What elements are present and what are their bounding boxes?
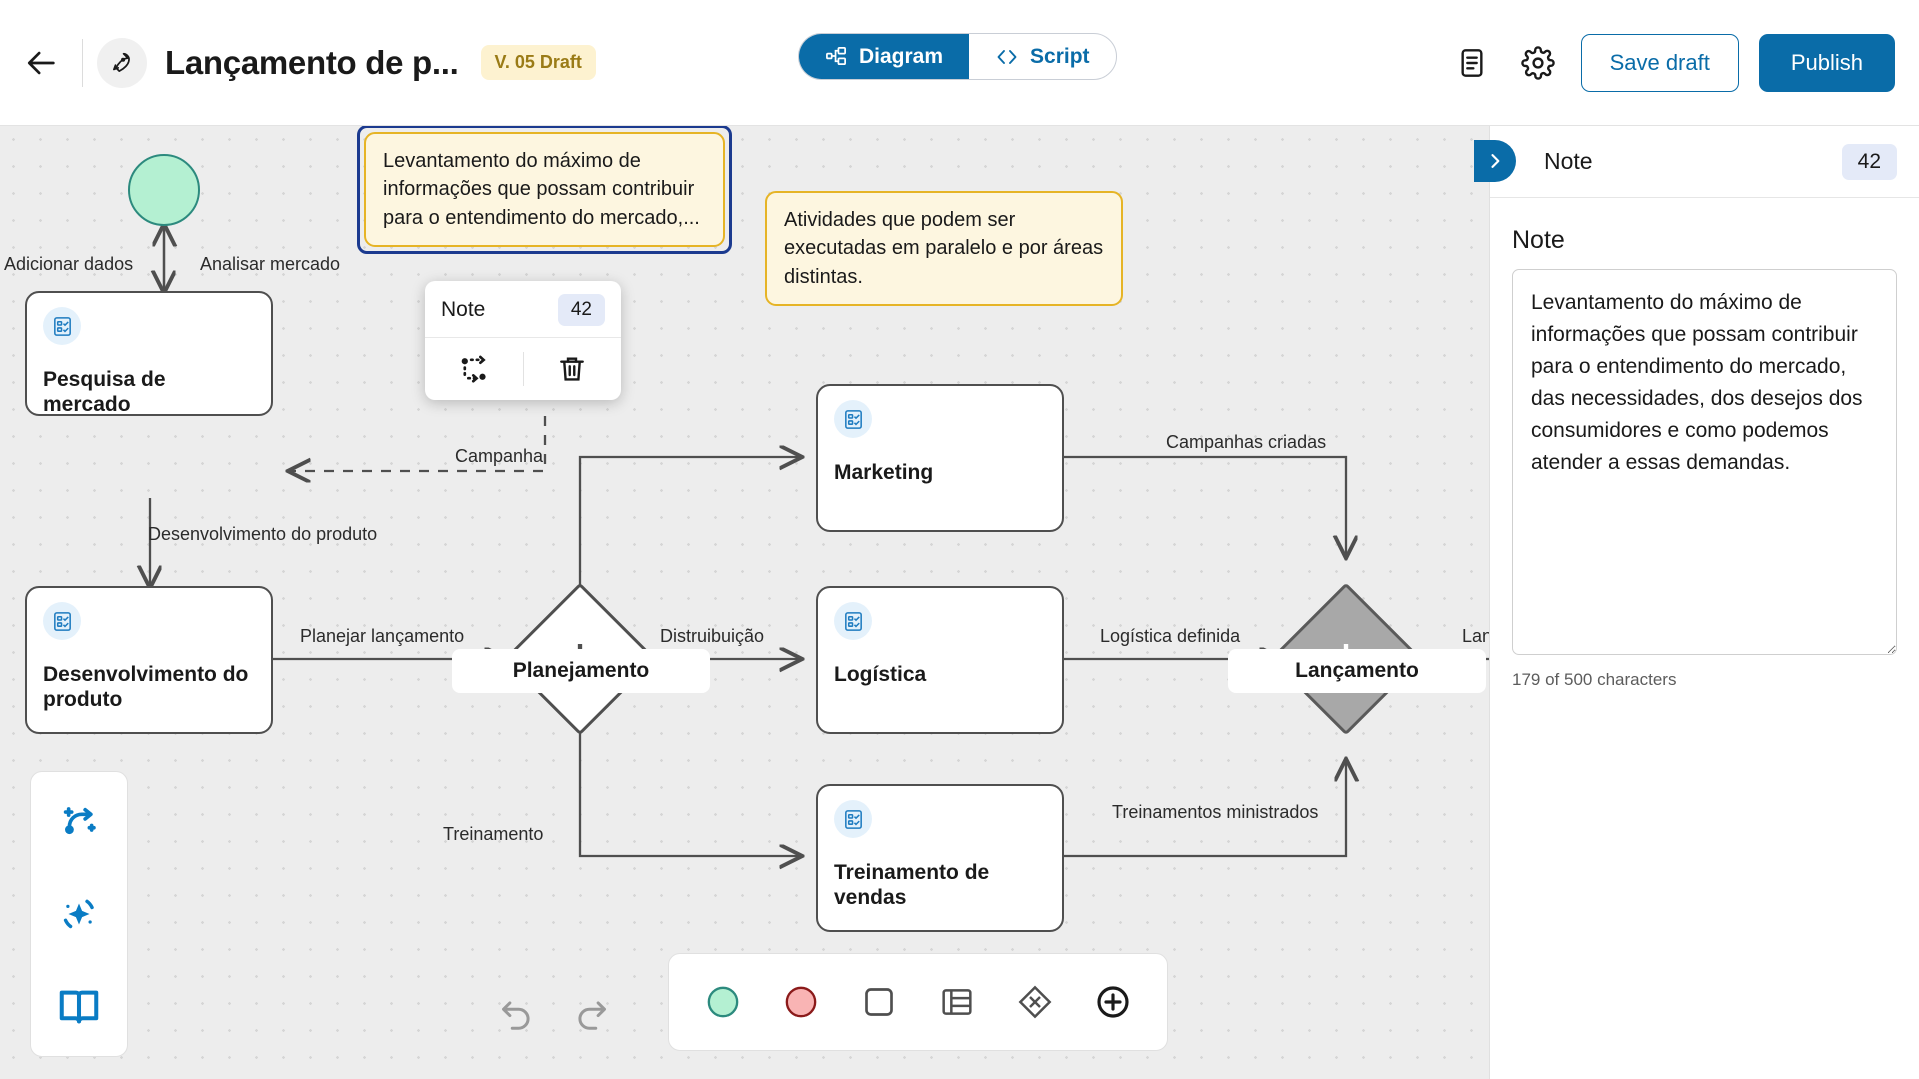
redo-button[interactable] <box>562 985 620 1043</box>
connect-nodes-icon <box>461 355 486 383</box>
undo-redo-group <box>488 985 620 1043</box>
red-circle-icon <box>785 986 817 1018</box>
shape-task-button[interactable] <box>851 974 907 1030</box>
task-node-label: Pesquisa de mercado <box>43 368 166 417</box>
task-node-pesquisa-de-mercado[interactable]: Pesquisa de mercado <box>25 291 273 416</box>
edge-label-desenvolvimento-do-produto: Desenvolvimento do produto <box>148 524 378 544</box>
connect-nodes-button[interactable] <box>425 338 523 400</box>
publish-button[interactable]: Publish <box>1758 34 1895 92</box>
magic-path-button[interactable] <box>51 794 107 850</box>
version-badge: V. 05 Draft <box>480 45 596 80</box>
edge-label-lancamento-truncated: Lan <box>1462 626 1489 646</box>
tab-diagram-label: Diagram <box>859 44 944 68</box>
edge-label-logistica-definida: Logística definida <box>1100 626 1241 646</box>
header-divider <box>82 38 83 87</box>
tab-diagram[interactable]: Diagram <box>799 34 970 79</box>
shape-gateway-button[interactable] <box>1007 974 1063 1030</box>
form-checklist-icon <box>43 307 81 345</box>
magic-path-icon <box>63 807 96 835</box>
collapse-panel-button[interactable] <box>1474 140 1516 182</box>
edge-label-analisar-mercado: Analisar mercado <box>200 254 341 274</box>
sparkle-icon <box>63 899 94 929</box>
diamond-x-icon <box>1018 985 1052 1019</box>
code-brackets-icon <box>997 49 1017 64</box>
shape-start-event-button[interactable] <box>695 974 751 1030</box>
task-node-label: Logística <box>834 663 927 686</box>
node-toolbar-actions <box>425 338 621 400</box>
form-checklist-icon <box>834 800 872 838</box>
task-node-treinamento-de-vendas[interactable]: Treinamento de vendas <box>816 784 1064 932</box>
note-field-label: Note <box>1512 226 1565 254</box>
selected-note-wrapper[interactable]: Levantamento do máximo de informações qu… <box>357 126 732 255</box>
document-notes-icon <box>1461 49 1483 77</box>
notes-button[interactable] <box>1449 40 1495 86</box>
form-checklist-icon <box>834 400 872 438</box>
note-side-panel: Note 42 Note 179 of 500 characters <box>1474 126 1919 1079</box>
gateway-label-planejamento: Planejamento <box>452 649 710 693</box>
node-toolbar-title: Note <box>441 298 486 321</box>
save-draft-button[interactable]: Save draft <box>1580 34 1739 92</box>
undo-button[interactable] <box>488 985 546 1043</box>
task-node-logistica[interactable]: Logística <box>816 586 1064 734</box>
shape-palette-bar <box>668 953 1168 1051</box>
header-actions: Save draft Publish <box>1449 0 1895 126</box>
form-checklist-icon <box>834 602 872 640</box>
back-button[interactable] <box>16 37 68 89</box>
redo-icon <box>578 1001 606 1030</box>
arrow-left-icon <box>27 51 55 74</box>
side-panel-title: Note <box>1544 148 1593 174</box>
sticky-note-selected[interactable]: Levantamento do máximo de informações qu… <box>364 132 725 248</box>
shape-add-element-button[interactable] <box>1085 974 1141 1030</box>
edge-label-adicionar-dados: Adicionar dados <box>4 254 134 274</box>
delete-note-button[interactable] <box>524 338 622 400</box>
undo-icon <box>502 1001 530 1030</box>
gateway-label-lancamento: Lançamento <box>1228 649 1486 693</box>
edge-label-campanhas-criadas: Campanhas criadas <box>1166 432 1327 452</box>
ai-tool-rail <box>30 771 128 1057</box>
start-event-node[interactable] <box>128 154 200 226</box>
char-counter: 179 of 500 characters <box>1512 670 1677 689</box>
node-context-toolbar: Note 42 <box>425 281 621 400</box>
task-node-label: Marketing <box>834 461 934 484</box>
lanes-icon <box>942 989 972 1015</box>
edge-label-campanha: Campanha <box>455 446 544 466</box>
settings-button[interactable] <box>1515 40 1561 86</box>
shape-end-event-button[interactable] <box>773 974 829 1030</box>
rounded-square-icon <box>865 988 893 1016</box>
form-checklist-icon <box>43 602 81 640</box>
book-icon <box>59 990 99 1024</box>
toolbar-separator <box>522 352 524 386</box>
green-circle-icon <box>707 986 739 1018</box>
sticky-note-parallel[interactable]: Atividades que podem ser executadas em p… <box>765 191 1123 307</box>
edge-label-planejar-lancamento: Planejar lançamento <box>300 626 465 646</box>
tab-script[interactable]: Script <box>969 34 1116 79</box>
edge-label-treinamentos-ministrados: Treinamentos ministrados <box>1112 802 1319 822</box>
edge-label-distribuicao: Distruibuição <box>660 626 765 646</box>
trash-icon <box>560 357 585 381</box>
side-panel-header: Note 42 <box>1474 126 1919 198</box>
diagram-icon <box>826 47 846 66</box>
shape-lane-button[interactable] <box>929 974 985 1030</box>
ai-assist-button[interactable] <box>51 886 107 942</box>
diagram-canvas[interactable]: Adicionar dados Analisar mercado Pesquis… <box>0 126 1489 1079</box>
plus-circle-icon <box>1097 986 1129 1018</box>
page-title: Lançamento de p... <box>165 43 459 81</box>
task-node-label: Desenvolvimento do produto <box>43 663 249 712</box>
rocket-icon <box>97 37 147 88</box>
note-textarea[interactable] <box>1512 269 1897 655</box>
app-header: Lançamento de p... V. 05 Draft Diagram S… <box>0 0 1919 126</box>
node-toolbar-header: Note 42 <box>425 281 621 338</box>
edge-label-treinamento: Treinamento <box>443 824 544 844</box>
view-mode-toggle: Diagram Script <box>798 33 1117 80</box>
task-node-desenvolvimento-do-produto[interactable]: Desenvolvimento do produto <box>25 586 273 734</box>
side-panel-badge: 42 <box>1841 143 1897 180</box>
task-node-label: Treinamento de vendas <box>834 861 990 910</box>
side-panel-body: Note 179 of 500 characters <box>1490 198 1919 690</box>
documentation-button[interactable] <box>51 978 107 1034</box>
node-toolbar-badge: 42 <box>557 294 605 326</box>
gear-icon <box>1520 46 1555 80</box>
chevron-right-icon <box>1491 154 1500 168</box>
task-node-marketing[interactable]: Marketing <box>816 384 1064 532</box>
tab-script-label: Script <box>1030 44 1090 68</box>
